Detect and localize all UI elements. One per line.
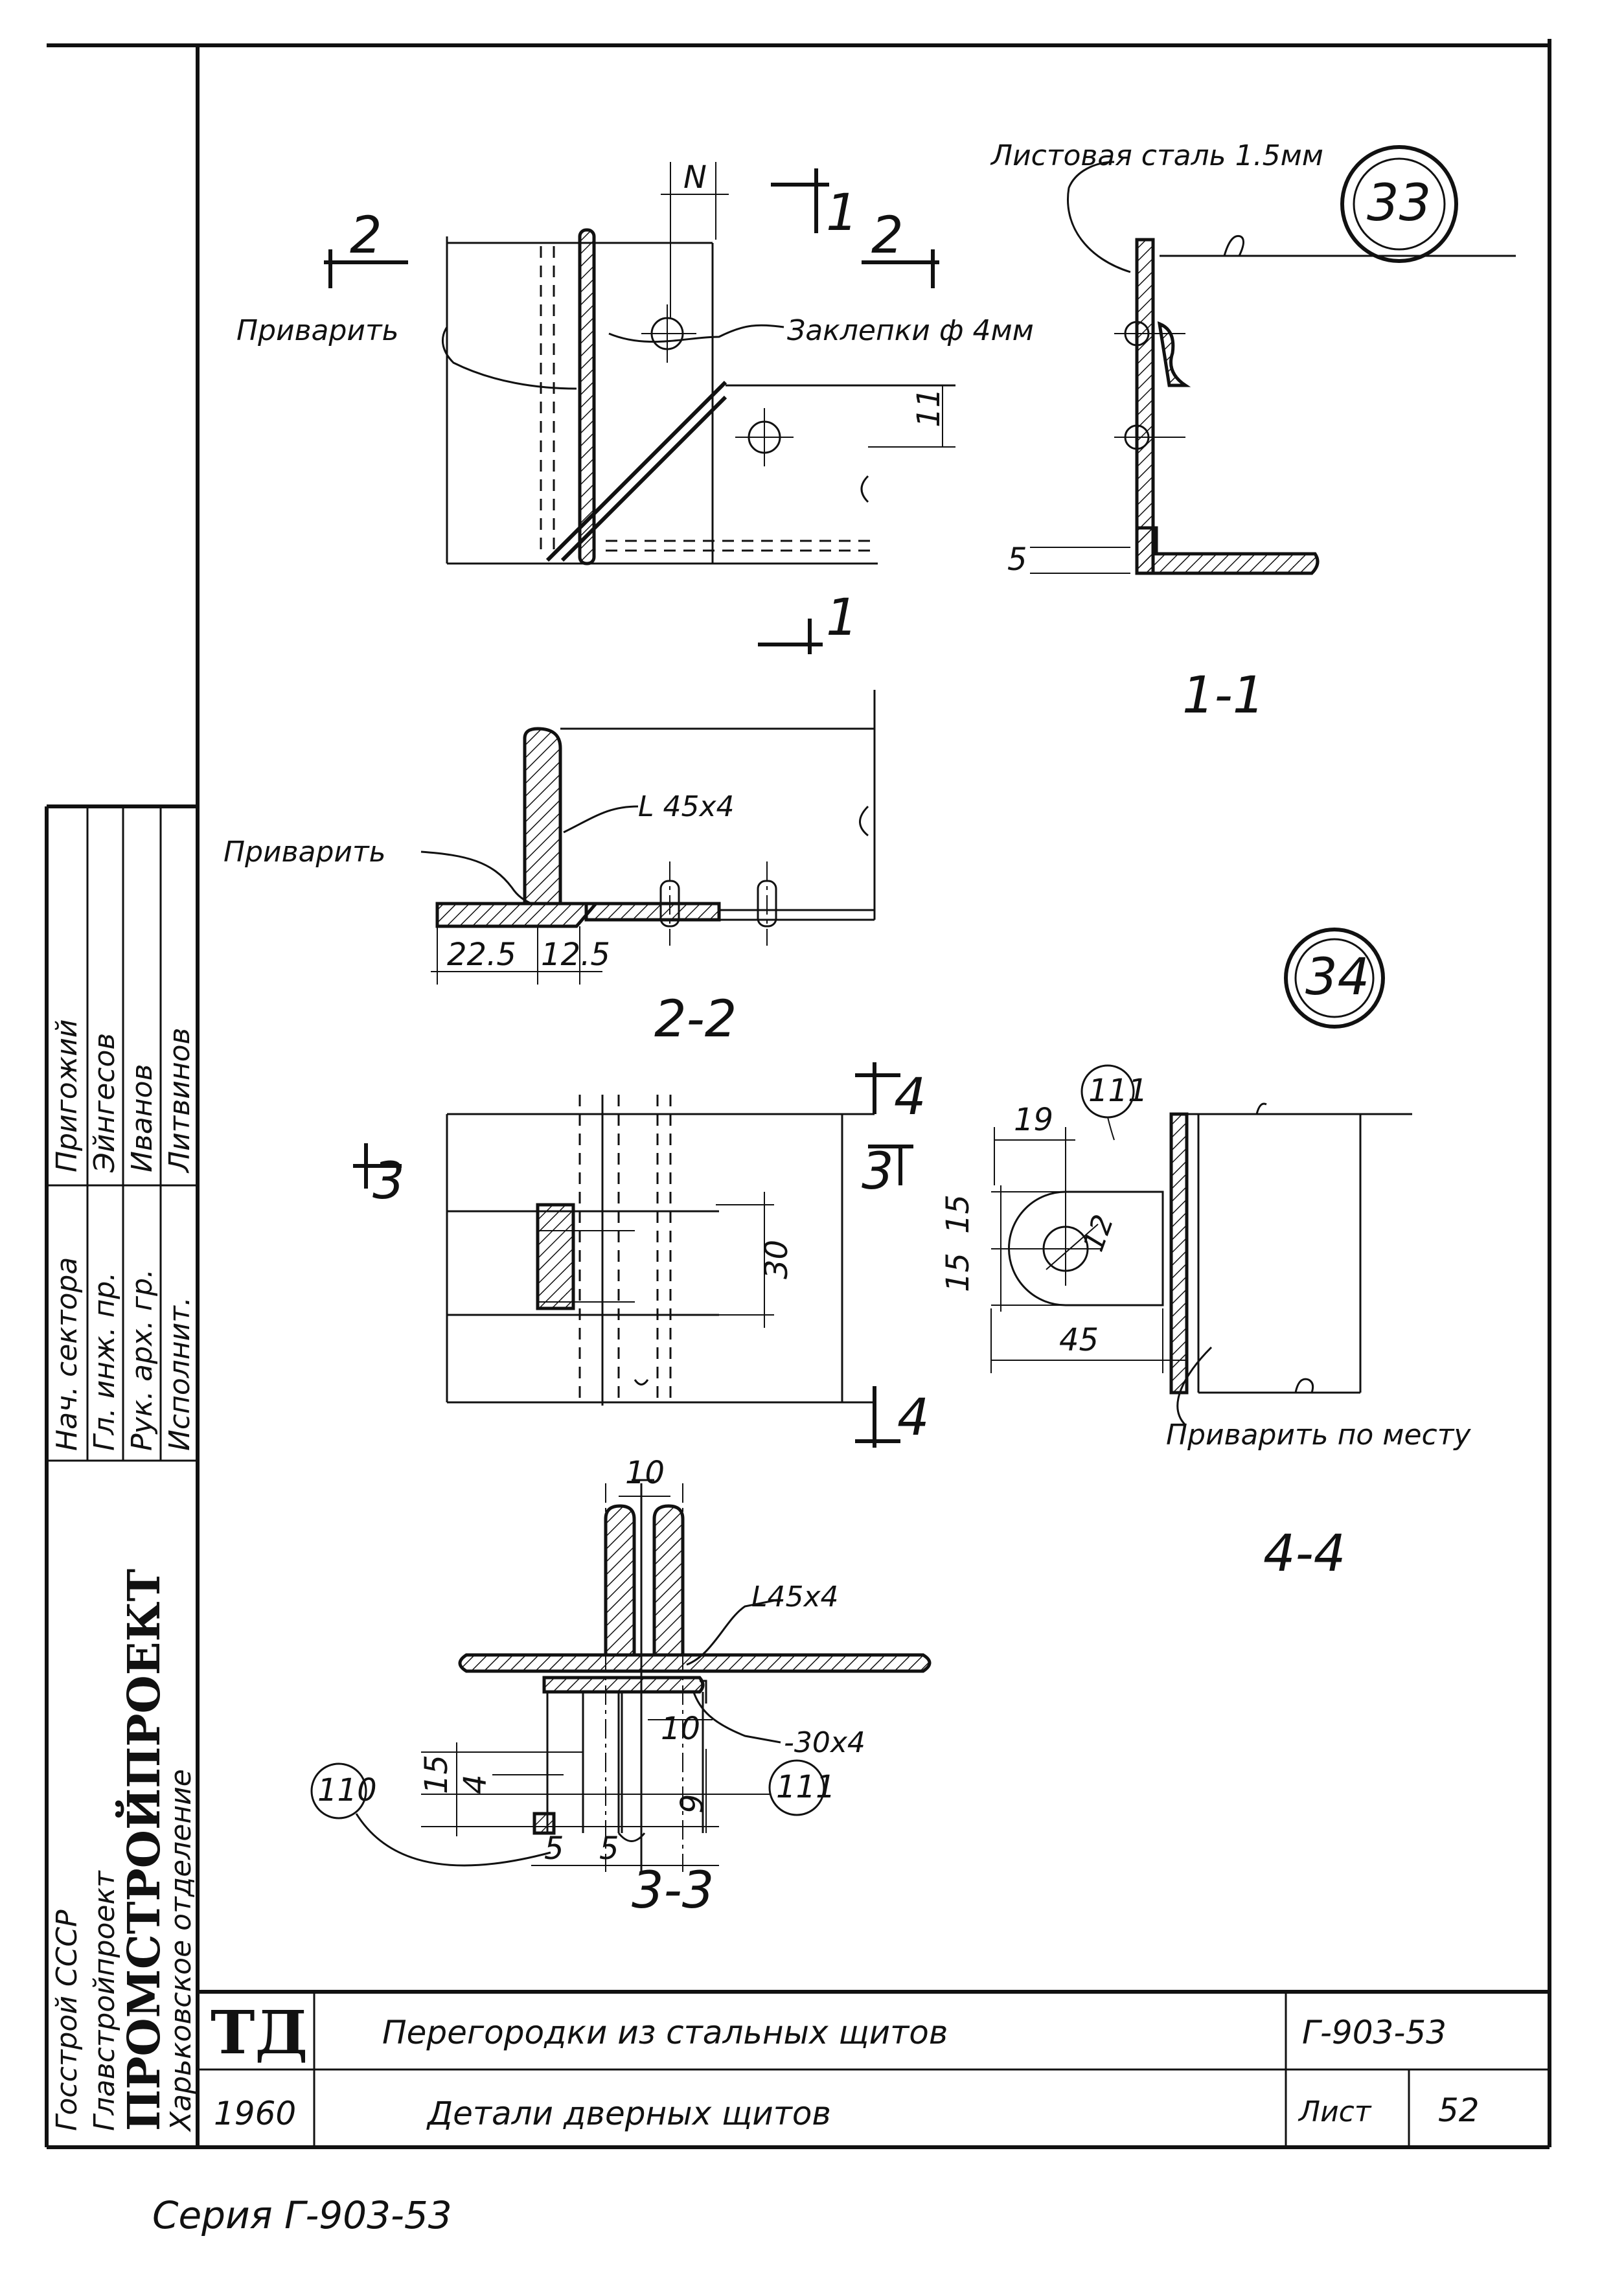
cut-4-bottom: 4 [897, 1389, 930, 1447]
title-sheet-number: 52 [1438, 2092, 1480, 2129]
dim-12-5: 12.5 [541, 937, 610, 973]
label-rivets: Заклепки ф 4мм [787, 314, 1034, 347]
label-sheet-steel: Листовая сталь 1.5мм [990, 139, 1323, 172]
detail-34-marker: 34 [1284, 928, 1385, 1029]
detail-33-marker: 33 [1340, 145, 1458, 263]
detail-111-bottom-label: 111 [776, 1769, 836, 1805]
cut-2-left: 2 [350, 207, 382, 265]
cut-3-left: 3 [372, 1152, 405, 1211]
dim-5-top: 5 [1007, 542, 1027, 578]
label-plate: -30х4 [784, 1726, 865, 1759]
cut-3-right: 3 [862, 1143, 894, 1201]
section-4-4-title: 4-4 [1263, 1525, 1345, 1583]
detail-111-top-label: 111 [1088, 1073, 1148, 1109]
label-angle-bottom: L45х4 [751, 1580, 839, 1613]
side-org-3: ПРОМСТРОЙПРОЕКТ [115, 1569, 170, 2131]
view-section-4-4: 12 15 15 19 45 Приварить по месту 4-4 [940, 1102, 1471, 1583]
view-front-middle: 30 3 4 3 4 [353, 1062, 930, 1448]
side-role-4: Исполнит. [163, 1297, 196, 1451]
side-name-1: Пригожий [51, 1020, 84, 1172]
side-name-4: Литвинов [163, 1028, 196, 1174]
detail-111-top-marker: 111 [1081, 1064, 1148, 1141]
title-td: ТД [211, 1998, 308, 2068]
dim-5-a: 5 [544, 1830, 564, 1867]
cut-4-top: 4 [894, 1068, 926, 1126]
side-role-1: Нач. сектора [51, 1257, 84, 1451]
detail-110-label: 110 [317, 1772, 377, 1808]
dim-22-5: 22.5 [447, 937, 516, 973]
side-org-1: Госстрой СССР [51, 1910, 84, 2131]
label-angle-mid: L 45х4 [638, 790, 735, 823]
title-block: ТД 1960 Перегородки из стальных щитов Де… [198, 1990, 1550, 2147]
dim-9: 9 [674, 1794, 711, 1814]
dim-n: N [683, 159, 707, 196]
side-role-3: Рук. арх. гр. [126, 1269, 159, 1451]
side-name-2: Эйнгесов [88, 1033, 121, 1173]
section-1-1-title: 1-1 [1182, 667, 1264, 725]
section-2-2-title: 2-2 [654, 990, 737, 1049]
dim-11: 11 [911, 388, 947, 428]
title-main: Перегородки из стальных щитов [382, 2014, 948, 2051]
cut-1-top: 1 [826, 184, 858, 242]
title-series-code: Г-903-53 [1302, 2014, 1447, 2051]
title-sheet-label: Лист [1298, 2095, 1372, 2128]
view-front-top: N 11 Заклепки ф 4мм Приварить 2 2 1 1 [236, 159, 1034, 654]
detail-33-label: 33 [1367, 174, 1431, 233]
dim-4: 4 [457, 1774, 494, 1794]
side-org-4: Харьковское отделение [165, 1769, 198, 2132]
detail-110-marker: 110 [310, 1762, 551, 1867]
side-panel: Нач. сектора Пригожий Гл. инж. пр. Эйнге… [47, 806, 198, 2132]
dim-15-a: 15 [940, 1194, 976, 1234]
view-section-1-1: 5 Листовая сталь 1.5мм 1-1 [990, 139, 1516, 725]
side-org-2: Главстройпроект [88, 1870, 121, 2131]
cut-1-bottom: 1 [826, 589, 858, 647]
label-weld-mid: Приварить [223, 836, 386, 869]
label-weld-in-place: Приварить по месту [1166, 1419, 1471, 1452]
title-year: 1960 [214, 2095, 296, 2132]
dim-10-mid: 10 [661, 1711, 700, 1747]
side-role-2: Гл. инж. пр. [88, 1272, 121, 1451]
cut-2-right: 2 [871, 207, 904, 265]
detail-111-bottom-marker: 111 [719, 1759, 836, 1816]
footer-series: Серия Г-903-53 [152, 2193, 452, 2237]
label-weld-top: Приварить [236, 314, 399, 347]
dim-15-c: 15 [418, 1755, 455, 1794]
title-sub: Детали дверных щитов [426, 2095, 831, 2132]
detail-34-label: 34 [1305, 948, 1369, 1007]
view-section-3-3: 10 15 4 10 9 5 5 L45х4 -30х4 3-3 [418, 1455, 932, 1920]
side-name-3: Иванов [126, 1064, 159, 1172]
dim-30: 30 [759, 1240, 795, 1279]
sheet-frame [45, 39, 1551, 2149]
dim-45: 45 [1059, 1322, 1099, 1358]
dim-10-top: 10 [625, 1455, 665, 1491]
dim-5-b: 5 [599, 1830, 619, 1867]
section-3-3-title: 3-3 [632, 1862, 714, 1920]
view-section-2-2: 22.5 12.5 L 45х4 Приварить 2-2 [223, 690, 876, 1049]
dim-15-b: 15 [940, 1253, 976, 1292]
dim-19: 19 [1014, 1102, 1053, 1138]
